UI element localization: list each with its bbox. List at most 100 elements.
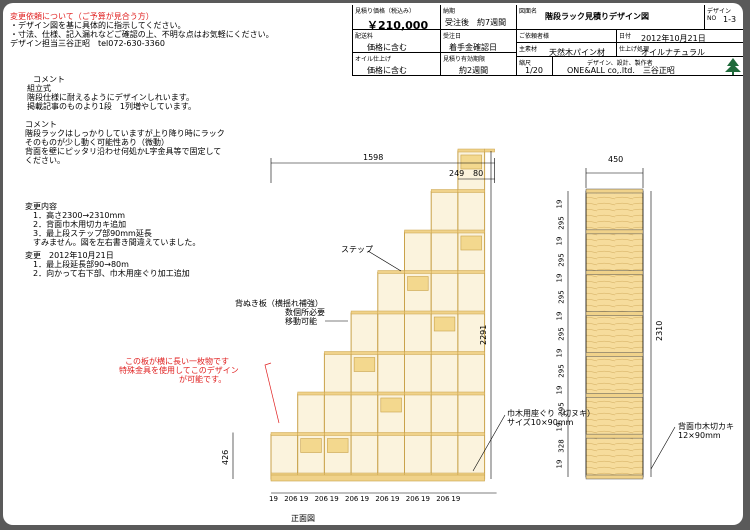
design-no-no: NO bbox=[707, 15, 717, 22]
back-cut-leader bbox=[650, 426, 676, 470]
dim-top-width-2: 80 bbox=[473, 169, 484, 178]
shelf-board bbox=[430, 351, 459, 355]
dim-total-height: 2291 bbox=[479, 324, 488, 345]
dim-side-width: 450 bbox=[608, 155, 624, 164]
back-cut-note-2: 12×90mm bbox=[678, 431, 721, 440]
stair-column bbox=[404, 231, 432, 480]
shelf-board bbox=[297, 432, 325, 436]
shelf-board bbox=[377, 351, 405, 355]
drawing-name-label: 図面名 bbox=[519, 8, 538, 15]
side-dim-value: 19 bbox=[555, 311, 564, 321]
back-brace-board bbox=[353, 357, 376, 372]
notice-line-1: ・デザイン図を基に具体的に指示してください。 bbox=[10, 21, 186, 30]
comment-1-line-1: 組立式 bbox=[27, 84, 51, 93]
date-label: 日付 bbox=[619, 33, 632, 40]
side-dim-value: 295 bbox=[557, 401, 566, 416]
shelf-board bbox=[457, 148, 485, 153]
back-brace-board bbox=[327, 438, 349, 453]
shelf-board bbox=[457, 432, 485, 436]
changes-line-1: 1．高さ2300→2310mm bbox=[33, 211, 126, 220]
shelf-board bbox=[377, 310, 405, 315]
base-strip bbox=[270, 474, 485, 482]
stair-rack-front-view bbox=[232, 148, 506, 494]
side-dim-value: 19 bbox=[555, 236, 564, 246]
order-value: 着手金確認日 bbox=[449, 43, 497, 52]
shipping-label: 配送料 bbox=[355, 33, 374, 40]
side-shelf bbox=[585, 393, 644, 398]
side-dim-value: 19 bbox=[555, 385, 564, 395]
bottom-dim-value: 206 bbox=[345, 495, 359, 503]
stair-column bbox=[270, 434, 299, 480]
side-shelf bbox=[585, 352, 644, 357]
top-extension bbox=[484, 148, 495, 153]
back-brace-board bbox=[460, 235, 482, 251]
side-panel bbox=[585, 190, 644, 478]
stair-column bbox=[457, 150, 486, 480]
back-brace-board bbox=[380, 397, 402, 413]
comment-1-title: コメント bbox=[33, 75, 65, 84]
shelf-board bbox=[404, 432, 432, 436]
shelf-board bbox=[324, 432, 352, 436]
side-shelf bbox=[585, 229, 644, 235]
dim-total-width: 1598 bbox=[363, 153, 384, 162]
side-dim-value: 295 bbox=[557, 253, 566, 267]
changes-line-4: すみません。図を左右書き間違えていました。 bbox=[33, 238, 201, 247]
side-shelf bbox=[585, 433, 644, 439]
bottom-dim-value: 206 bbox=[405, 495, 420, 503]
bottom-dim-value: 19 bbox=[299, 495, 309, 503]
shelf-board bbox=[404, 310, 432, 315]
shelf-board bbox=[457, 391, 485, 396]
side-dim-value: 295 bbox=[557, 290, 566, 304]
shelf-board bbox=[270, 432, 298, 436]
comment-1-line-2: 階段仕様に耐えるようにデザインしれいます。 bbox=[27, 93, 194, 102]
back-brace-board bbox=[433, 316, 456, 332]
backboard-label-2: 数個所必要 bbox=[285, 308, 325, 317]
price-label: 見積り価格（税込み） bbox=[355, 8, 416, 15]
red-note-1: この板が横に長い一枚物です bbox=[125, 357, 229, 366]
company-label: デザイン、設計、製作者 bbox=[587, 60, 653, 67]
material-label: 主素材 bbox=[519, 46, 538, 53]
baseboard-note-1: 巾木用座ぐり（切ヌキ） bbox=[507, 409, 595, 418]
side-dim-value: 295 bbox=[557, 364, 566, 379]
back-brace-board bbox=[407, 276, 429, 291]
order-label: 受注日 bbox=[443, 33, 462, 40]
side-dim-value: 19 bbox=[555, 273, 564, 283]
shelf-board bbox=[430, 229, 459, 234]
shelf-board bbox=[350, 432, 379, 436]
company-value: ONE&ALL co,.ltd. 三谷正昭 bbox=[567, 66, 675, 75]
drawing-sheet: 変更依頼について（ご予算が見合う方） ・デザイン図を基に具体的に指示してください… bbox=[3, 3, 743, 525]
design-no-cell: デザイン NO 1-3 bbox=[705, 5, 743, 30]
scale-label: 縮尺 bbox=[519, 60, 532, 67]
drawing-name-cell: 図面名 階段ラック見積りデザイン図 bbox=[517, 5, 705, 30]
scale-value: 1/20 bbox=[525, 66, 543, 75]
shelf-board bbox=[430, 310, 459, 315]
design-no-value: 1-3 bbox=[723, 15, 737, 24]
side-shelf bbox=[585, 311, 644, 316]
shelf-board bbox=[404, 351, 432, 355]
shelf-board bbox=[297, 391, 325, 396]
changes-title: 変更内容 bbox=[25, 202, 57, 211]
design-no-label: デザイン bbox=[707, 8, 732, 15]
side-dim-value: 19 bbox=[555, 422, 564, 432]
material-value: 天然木パイン材 bbox=[549, 48, 605, 57]
validity-cell: 見積り有効期限 約2週間 bbox=[441, 53, 517, 76]
stair-column bbox=[377, 272, 405, 480]
bottom-dim-value: 206 bbox=[314, 495, 328, 503]
shelf-board bbox=[350, 391, 379, 396]
validity-value: 約2週間 bbox=[459, 66, 489, 75]
company-cell: デザイン、設計、製作者 ONE&ALL co,.ltd. 三谷正昭 bbox=[553, 57, 743, 76]
side-dim-value: 295 bbox=[557, 327, 566, 341]
step-label: ステップ bbox=[341, 245, 373, 254]
price-value: ￥210,000 bbox=[367, 19, 429, 32]
order-cell: 受注日 着手金確認日 bbox=[441, 30, 517, 53]
shelf-board bbox=[404, 229, 432, 234]
shelf-board bbox=[404, 270, 432, 274]
bottom-dim-value: 19 bbox=[269, 495, 278, 503]
shelf-board bbox=[377, 391, 405, 396]
back-brace-board bbox=[300, 438, 322, 453]
customer-label: ご依頼者様 bbox=[519, 33, 550, 40]
side-dim-value: 295 bbox=[557, 215, 566, 230]
stair-column bbox=[350, 312, 379, 480]
comment-2-line-3: 背面を壁にピッタリ沿わせ何処かL字金具等で固定して bbox=[25, 147, 222, 156]
delivery-cell: 納期 受注後 約7週間 bbox=[441, 5, 517, 30]
